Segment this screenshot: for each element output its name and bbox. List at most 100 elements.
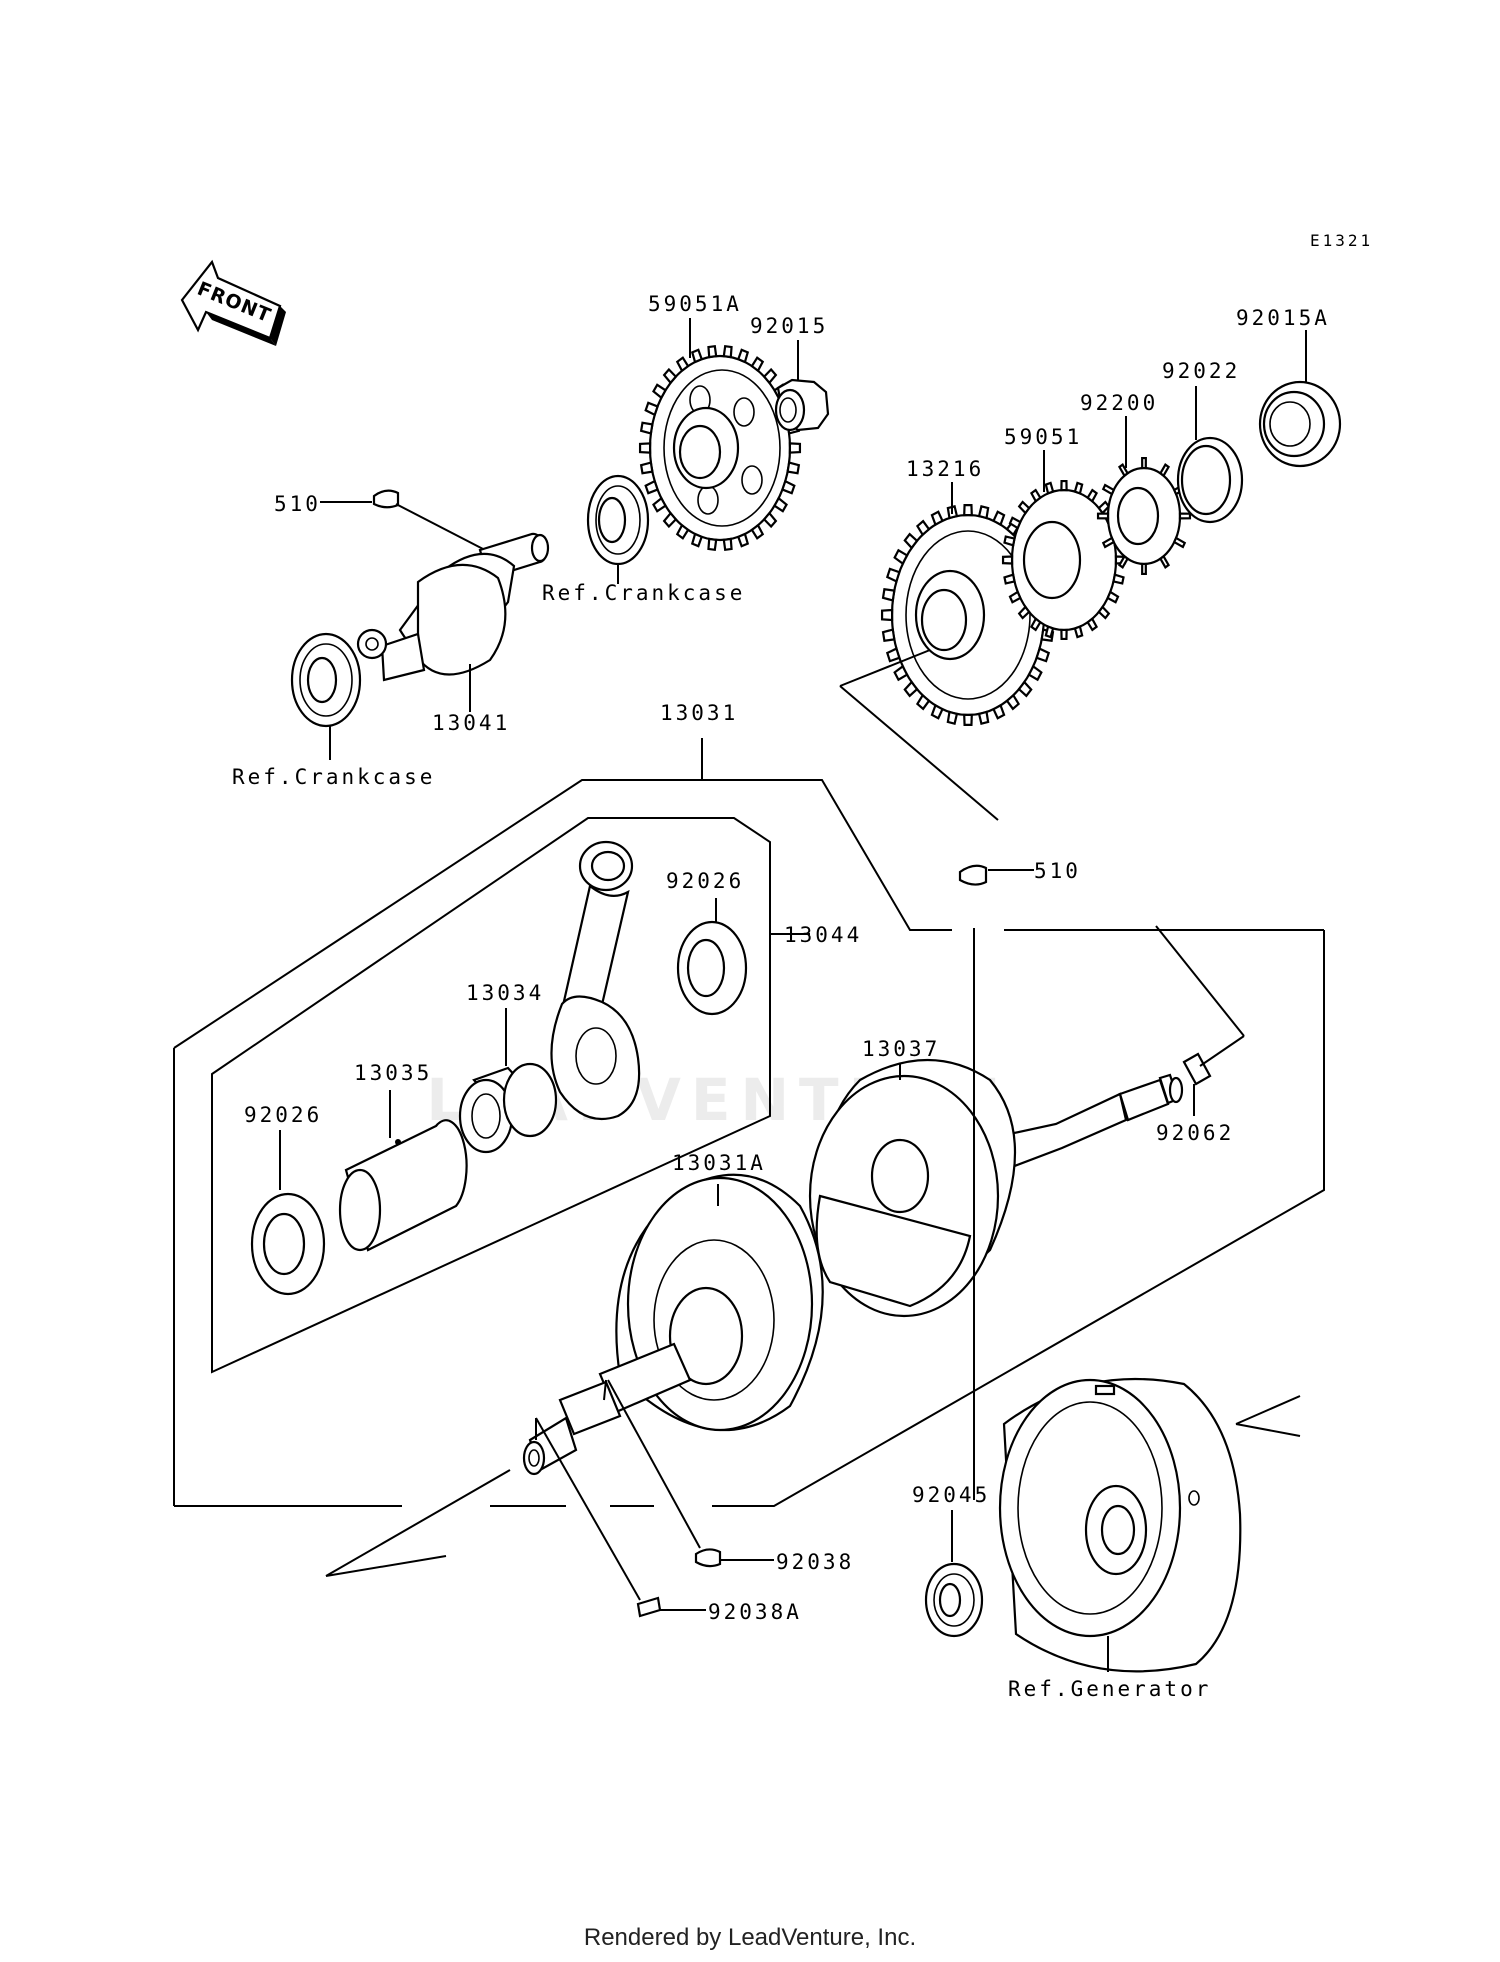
- gear-tooth: [750, 356, 765, 373]
- callout-92015A: 92015A: [1236, 306, 1330, 330]
- gear-tooth: [930, 510, 944, 527]
- gear-tooth: [1086, 617, 1099, 632]
- gear-tooth: [788, 442, 802, 454]
- gear-tooth: [1017, 605, 1031, 620]
- gear-tooth: [1096, 512, 1110, 520]
- gear-tooth: [885, 567, 901, 583]
- callout-13031A: 13031A: [672, 1151, 766, 1175]
- callout-92038A: 92038A: [708, 1600, 802, 1624]
- gear-tooth: [1117, 554, 1130, 569]
- gear-tooth: [736, 532, 750, 548]
- gear-tooth: [1112, 573, 1125, 585]
- callout-ref-crankcase-top: Ref.Crankcase: [542, 581, 745, 605]
- gear-tooth: [881, 628, 896, 642]
- gear-tooth: [893, 548, 909, 566]
- callout-13041: 13041: [432, 711, 510, 735]
- gear-tooth: [881, 588, 896, 602]
- callout-92026-left: 92026: [244, 1103, 322, 1127]
- gear-tooth: [707, 537, 718, 552]
- gear-tooth: [992, 510, 1006, 527]
- gear-tooth: [652, 496, 667, 513]
- gear-tooth: [880, 608, 894, 622]
- leader-13216-to-crankshaft: [839, 649, 999, 821]
- gear-tooth: [644, 401, 659, 417]
- gear-tooth: [722, 537, 733, 552]
- callout-92062: 92062: [1156, 1121, 1234, 1145]
- gear-tooth: [1008, 590, 1022, 604]
- callout-59051A: 59051A: [648, 292, 742, 316]
- gear-tooth: [1141, 562, 1147, 576]
- gear-tooth: [675, 356, 690, 373]
- callout-92015: 92015: [750, 314, 828, 338]
- gear-tooth: [1003, 573, 1016, 585]
- bearing-crankcase-top: [586, 474, 650, 584]
- callout-13031: 13031: [660, 701, 738, 725]
- gear-tooth: [652, 383, 667, 400]
- callout-92026-top: 92026: [666, 869, 744, 893]
- nut-92015: [774, 340, 830, 432]
- gear-tooth: [690, 532, 704, 548]
- gear-tooth: [963, 503, 973, 517]
- gear-tooth: [639, 461, 654, 475]
- gear-tooth: [707, 344, 718, 359]
- gear-tooth: [977, 710, 990, 725]
- gear-tooth: [992, 703, 1006, 720]
- callout-92045: 92045: [912, 1483, 990, 1507]
- gear-tooth: [903, 532, 919, 550]
- woodruff-key-510-mid: [958, 864, 1034, 886]
- callout-92200: 92200: [1080, 391, 1158, 415]
- nut-92015A: [1258, 330, 1342, 468]
- gear-tooth: [930, 703, 944, 720]
- balancer-shaft-13041: [356, 532, 550, 712]
- gear-59051A: [638, 318, 802, 552]
- crankshaft-assembly-frame: [173, 738, 1325, 1507]
- gear-tooth: [963, 713, 973, 727]
- gear-tooth: [1060, 479, 1068, 492]
- woodruff-key-510-top: [320, 489, 486, 551]
- gear-tooth: [1029, 488, 1042, 503]
- con-rod-kit-frame: [211, 817, 810, 1374]
- footer-credit: Rendered by LeadVenture, Inc.: [583, 1924, 917, 1951]
- callout-13034: 13034: [466, 981, 544, 1005]
- front-arrow-icon: FRONT: [180, 259, 286, 346]
- gear-tooth: [1060, 628, 1068, 641]
- callout-ref-generator: Ref.Generator: [1008, 1677, 1211, 1701]
- crankshaft-half-13037: [808, 1059, 1184, 1318]
- gear-tooth: [781, 479, 796, 495]
- callout-13044: 13044: [784, 923, 862, 947]
- gear-tooth: [1086, 488, 1099, 503]
- gear-tooth: [722, 344, 733, 359]
- callout-13035: 13035: [354, 1061, 432, 1085]
- callout-92038: 92038: [776, 1550, 854, 1574]
- gear-tooth: [1008, 516, 1022, 530]
- gear-tooth: [736, 348, 750, 364]
- gear-tooth: [750, 523, 765, 540]
- thrust-washer-92026-top: [676, 898, 748, 1016]
- gear-tooth: [1017, 680, 1033, 698]
- callout-510-mid: 510: [1034, 859, 1081, 883]
- gear-tooth: [1106, 590, 1120, 604]
- connecting-rod: [550, 840, 641, 1121]
- gear-tooth: [1101, 483, 1116, 496]
- gear-tooth: [1178, 512, 1192, 520]
- callout-13037: 13037: [862, 1037, 940, 1061]
- woodruff-key-92038A: [535, 1417, 706, 1618]
- gear-tooth: [662, 511, 678, 529]
- gear-tooth: [1005, 693, 1021, 711]
- gear-tooth: [1035, 647, 1051, 663]
- gear-tooth: [1073, 625, 1084, 639]
- gear-tooth: [639, 421, 654, 435]
- gear-tooth: [1158, 554, 1171, 569]
- bearing-92045: [924, 1510, 984, 1638]
- crankshaft-half-13031A: [522, 1173, 824, 1476]
- gear-tooth: [915, 519, 931, 537]
- gear-tooth: [1158, 463, 1171, 478]
- callout-13216: 13216: [906, 457, 984, 481]
- gear-tooth: [1027, 664, 1043, 682]
- gear-tooth: [893, 664, 909, 682]
- gear-tooth: [1029, 617, 1042, 632]
- generator-rotor: [998, 1377, 1242, 1673]
- bearing-crankcase-left: [290, 632, 362, 760]
- washer-92022: [1176, 386, 1244, 524]
